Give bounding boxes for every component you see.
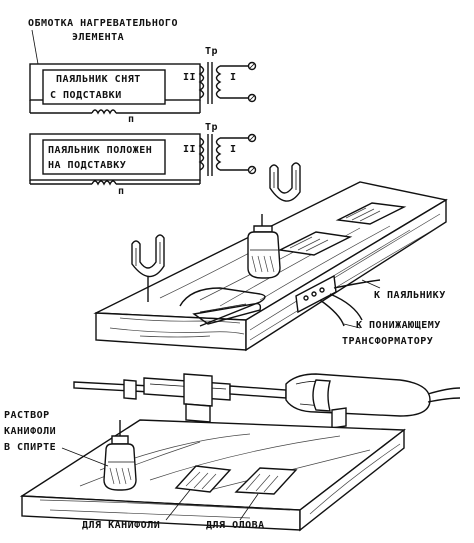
svg-text:К ПАЯЛЬНИКУ: К ПАЯЛЬНИКУ (374, 290, 446, 301)
lower-stand-board (19, 419, 406, 532)
rear-holder (269, 162, 301, 202)
svg-text:I: I (230, 72, 237, 83)
schematic-top-box (42, 69, 166, 105)
soldering-iron (73, 373, 461, 429)
svg-text:В СПИРТЕ: В СПИРТЕ (4, 442, 56, 453)
tin-recess (234, 467, 298, 495)
svg-text:ЭЛЕМЕНТА: ЭЛЕМЕНТА (72, 32, 124, 43)
svg-text:II: II (183, 72, 196, 83)
rosin-recess (174, 465, 232, 493)
contact-label-bottom: п (118, 186, 125, 197)
lower-flux-vial (103, 420, 137, 491)
svg-text:ОБМОТКА НАГРЕВАТЕЛЬНОГО: ОБМОТКА НАГРЕВАТЕЛЬНОГО (28, 18, 178, 29)
svg-text:КАНИФОЛИ: КАНИФОЛИ (4, 426, 56, 437)
upper-flux-vial (247, 214, 281, 279)
callout-for-rosin: ДЛЯ КАНИФОЛИ (82, 489, 191, 531)
svg-text:II: II (183, 144, 196, 155)
schematic-iron-placed: ПАЯЛЬНИК ПОЛОЖЕН НА ПОДСТАВКУ п Тр II I (29, 122, 257, 197)
svg-text:ТРАНСФОРМАТОРУ: ТРАНСФОРМАТОРУ (342, 336, 433, 347)
svg-text:НА ПОДСТАВКУ: НА ПОДСТАВКУ (48, 160, 126, 171)
callout-to-iron: К ПАЯЛЬНИКУ (361, 279, 446, 301)
schematic-iron-removed: ПАЯЛЬНИК СНЯТ С ПОДСТАВКИ п Тр II I (29, 46, 257, 125)
svg-text:К ПОНИЖАЮЩЕМУ: К ПОНИЖАЮЩЕМУ (356, 320, 441, 331)
svg-text:I: I (230, 144, 237, 155)
svg-text:РАСТВОР: РАСТВОР (4, 410, 50, 421)
svg-text:С ПОДСТАВКИ: С ПОДСТАВКИ (50, 90, 122, 101)
callout-for-tin: ДЛЯ ОЛОВА (206, 493, 265, 531)
transformer-label-top: Тр (205, 46, 218, 57)
contact-label-top: п (128, 114, 135, 125)
schematic-bottom-box (42, 139, 166, 175)
front-holder (131, 234, 165, 302)
svg-text:ДЛЯ ОЛОВА: ДЛЯ ОЛОВА (206, 520, 265, 531)
heater-winding-label: ОБМОТКА НАГРЕВАТЕЛЬНОГО ЭЛЕМЕНТА (28, 18, 178, 65)
svg-text:ПАЯЛЬНИК ПОЛОЖЕН: ПАЯЛЬНИК ПОЛОЖЕН (48, 145, 152, 156)
svg-text:ПАЯЛЬНИК СНЯТ: ПАЯЛЬНИК СНЯТ (56, 74, 141, 85)
callout-rosin-solution: РАСТВОР КАНИФОЛИ В СПИРТЕ (4, 410, 109, 467)
transformer-label-bottom: Тр (205, 122, 218, 133)
callout-to-transformer: К ПОНИЖАЮЩЕМУ ТРАНСФОРМАТОРУ (342, 320, 441, 347)
svg-text:ДЛЯ КАНИФОЛИ: ДЛЯ КАНИФОЛИ (82, 520, 160, 531)
